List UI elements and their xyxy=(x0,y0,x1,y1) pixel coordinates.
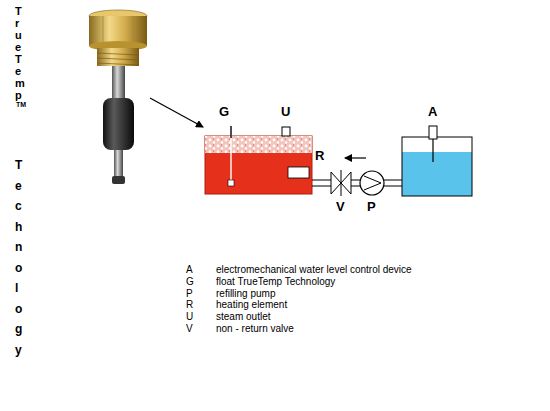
key-letter: P xyxy=(186,288,193,300)
callout-letter: V xyxy=(336,199,345,214)
callout-letter: U xyxy=(281,104,290,119)
trademark: TM xyxy=(16,101,26,109)
callout-letter: A xyxy=(428,104,437,119)
pump-symbol xyxy=(360,171,384,195)
key-description: non - return valve xyxy=(216,323,294,335)
key-letter: A xyxy=(186,264,193,276)
pipe xyxy=(312,180,402,186)
callout-letter: P xyxy=(367,199,376,214)
boiler xyxy=(205,126,312,194)
key-description: heating element xyxy=(216,299,287,311)
key-letter: R xyxy=(186,299,193,311)
check-valve xyxy=(331,170,351,196)
key-letter: G xyxy=(186,276,194,288)
key-description: refilling pump xyxy=(216,288,275,300)
vertical-title: TrueTemp xyxy=(15,5,18,101)
key-description: float TrueTemp Technology xyxy=(216,276,335,288)
vertical-title: Technology xyxy=(15,155,18,360)
key-letter: V xyxy=(186,323,193,335)
key-description: electromechanical water level control de… xyxy=(216,264,412,276)
key-letter: U xyxy=(186,311,193,323)
callout-letter: G xyxy=(219,104,229,119)
callout-letter: R xyxy=(315,148,324,163)
key-description: steam outlet xyxy=(216,311,270,323)
pointer-arrow xyxy=(150,98,203,127)
flow-arrow xyxy=(345,157,366,158)
water-tank xyxy=(402,126,472,196)
truetemp-probe xyxy=(89,10,147,184)
